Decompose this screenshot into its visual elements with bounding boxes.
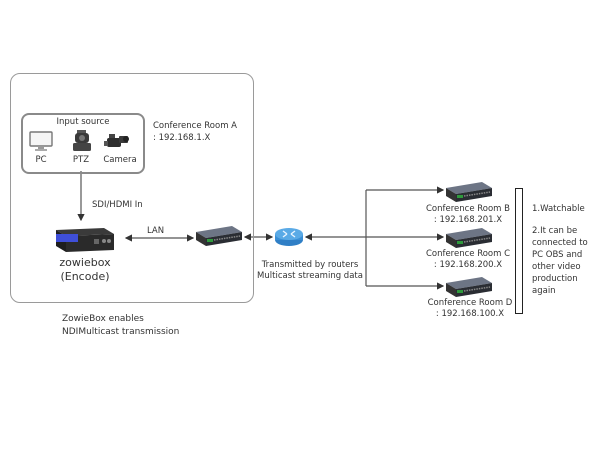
note-line: connected to [532, 238, 588, 248]
footer-line1: ZowieBox enables [62, 314, 144, 324]
network-switch-icon [194, 224, 244, 252]
encoder-name: zowiebox [59, 256, 111, 269]
note-line: production [532, 274, 578, 284]
switch-icon [444, 226, 494, 254]
sdi-label: SDI/HDMI In [92, 200, 143, 210]
camcorder-icon [104, 133, 130, 155]
note-watchable: 1.Watchable [532, 204, 585, 214]
switch-icon [444, 180, 494, 208]
encoder-device-icon [52, 226, 116, 258]
ptz-camera-icon [71, 129, 93, 157]
encoder-role: (Encode) [60, 270, 110, 283]
note-line: PC OBS and [532, 250, 583, 260]
router-icon [274, 227, 304, 251]
input-label-pc: PC [35, 155, 47, 165]
room-b-ip: : 192.168.201.X [433, 215, 503, 225]
router-caption-line1: Transmitted by routers [261, 260, 359, 270]
room-b-name: Conference Room B [425, 204, 510, 214]
input-source-box [21, 113, 145, 174]
input-label-camera: Camera [103, 155, 137, 165]
room-c-name: Conference Room C [425, 249, 511, 259]
lan-label: LAN [147, 226, 165, 236]
encoder-screen [56, 234, 78, 242]
note-line: 2.It can be [532, 226, 578, 236]
notes-bracket [515, 188, 523, 314]
input-label-ptz: PTZ [72, 155, 90, 165]
note-line: again [532, 286, 556, 296]
note-line: other video [532, 262, 581, 272]
note-connect: 2.It can be connected to PC OBS and othe… [532, 225, 588, 297]
room-d-ip: : 192.168.100.X [435, 309, 505, 319]
footer-line2: NDIMulticast transmission [62, 327, 180, 337]
room-a-boundary [10, 73, 254, 303]
input-source-title: Input source [56, 117, 110, 127]
room-a-name: Conference Room A [153, 121, 237, 131]
router-caption-line2: Multicast streaming data [257, 271, 363, 281]
monitor-icon [29, 131, 53, 157]
room-c-ip: : 192.168.200.X [433, 260, 503, 270]
room-a-ip: : 192.168.1.X [153, 133, 211, 143]
switch-icon [444, 275, 494, 303]
room-d-name: Conference Room D [427, 298, 513, 308]
